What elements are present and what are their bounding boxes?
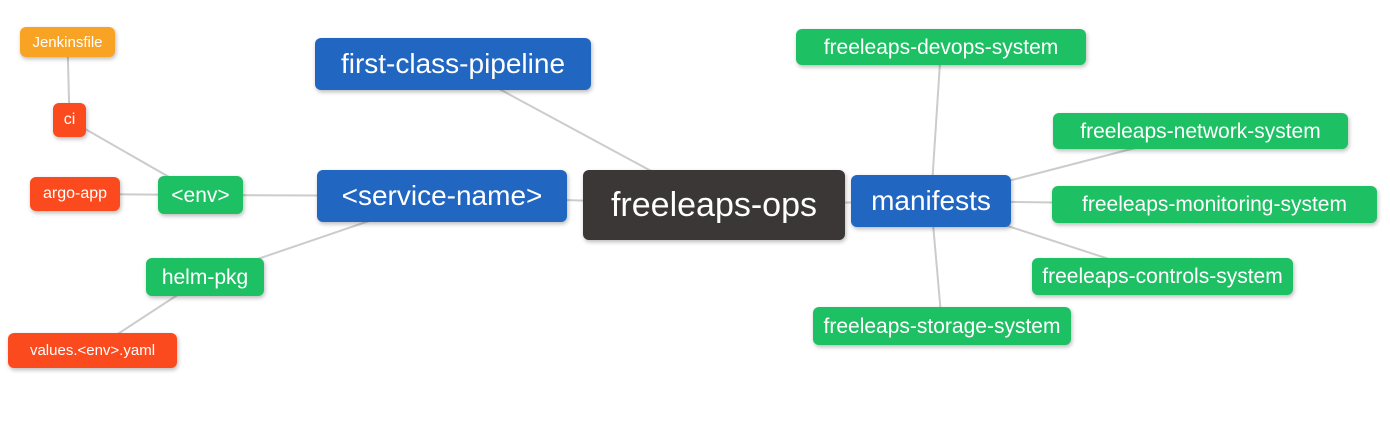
node-first-class-pipeline[interactable]: first-class-pipeline — [315, 38, 591, 90]
node-label: freeleaps-storage-system — [823, 314, 1061, 338]
node-manifests[interactable]: manifests — [851, 175, 1011, 227]
node-label: values.<env>.yaml — [29, 342, 156, 359]
node-freeleaps-network-system[interactable]: freeleaps-network-system — [1053, 113, 1348, 149]
node-label: freeleaps-monitoring-system — [1082, 193, 1347, 216]
node-label: freeleaps-network-system — [1080, 119, 1321, 143]
node-jenkinsfile[interactable]: Jenkinsfile — [20, 27, 115, 57]
node-ci[interactable]: ci — [53, 103, 86, 137]
node-freeleaps-devops-system[interactable]: freeleaps-devops-system — [796, 29, 1086, 65]
node-label: Jenkinsfile — [32, 33, 103, 51]
node-label: manifests — [871, 185, 991, 216]
node-freeleaps-ops[interactable]: freeleaps-ops — [583, 170, 845, 240]
node-label: argo-app — [42, 185, 108, 202]
node-label: freeleaps-controls-system — [1042, 265, 1283, 288]
node-env[interactable]: <env> — [158, 176, 243, 214]
node-label: <env> — [171, 183, 230, 207]
node-freeleaps-storage-system[interactable]: freeleaps-storage-system — [813, 307, 1071, 345]
node-label: freeleaps-ops — [610, 186, 817, 224]
node-label: first-class-pipeline — [340, 48, 566, 79]
node-argo-app[interactable]: argo-app — [30, 177, 120, 211]
node-helm-pkg[interactable]: helm-pkg — [146, 258, 264, 296]
node-freeleaps-controls-system[interactable]: freeleaps-controls-system — [1032, 258, 1293, 295]
node-service-name[interactable]: <service-name> — [317, 170, 567, 222]
node-freeleaps-monitoring-system[interactable]: freeleaps-monitoring-system — [1052, 186, 1377, 223]
node-label: ci — [63, 111, 76, 128]
node-values-env-yaml[interactable]: values.<env>.yaml — [8, 333, 177, 368]
node-label: <service-name> — [341, 180, 543, 211]
node-label: helm-pkg — [161, 265, 249, 289]
node-label: freeleaps-devops-system — [823, 35, 1059, 59]
